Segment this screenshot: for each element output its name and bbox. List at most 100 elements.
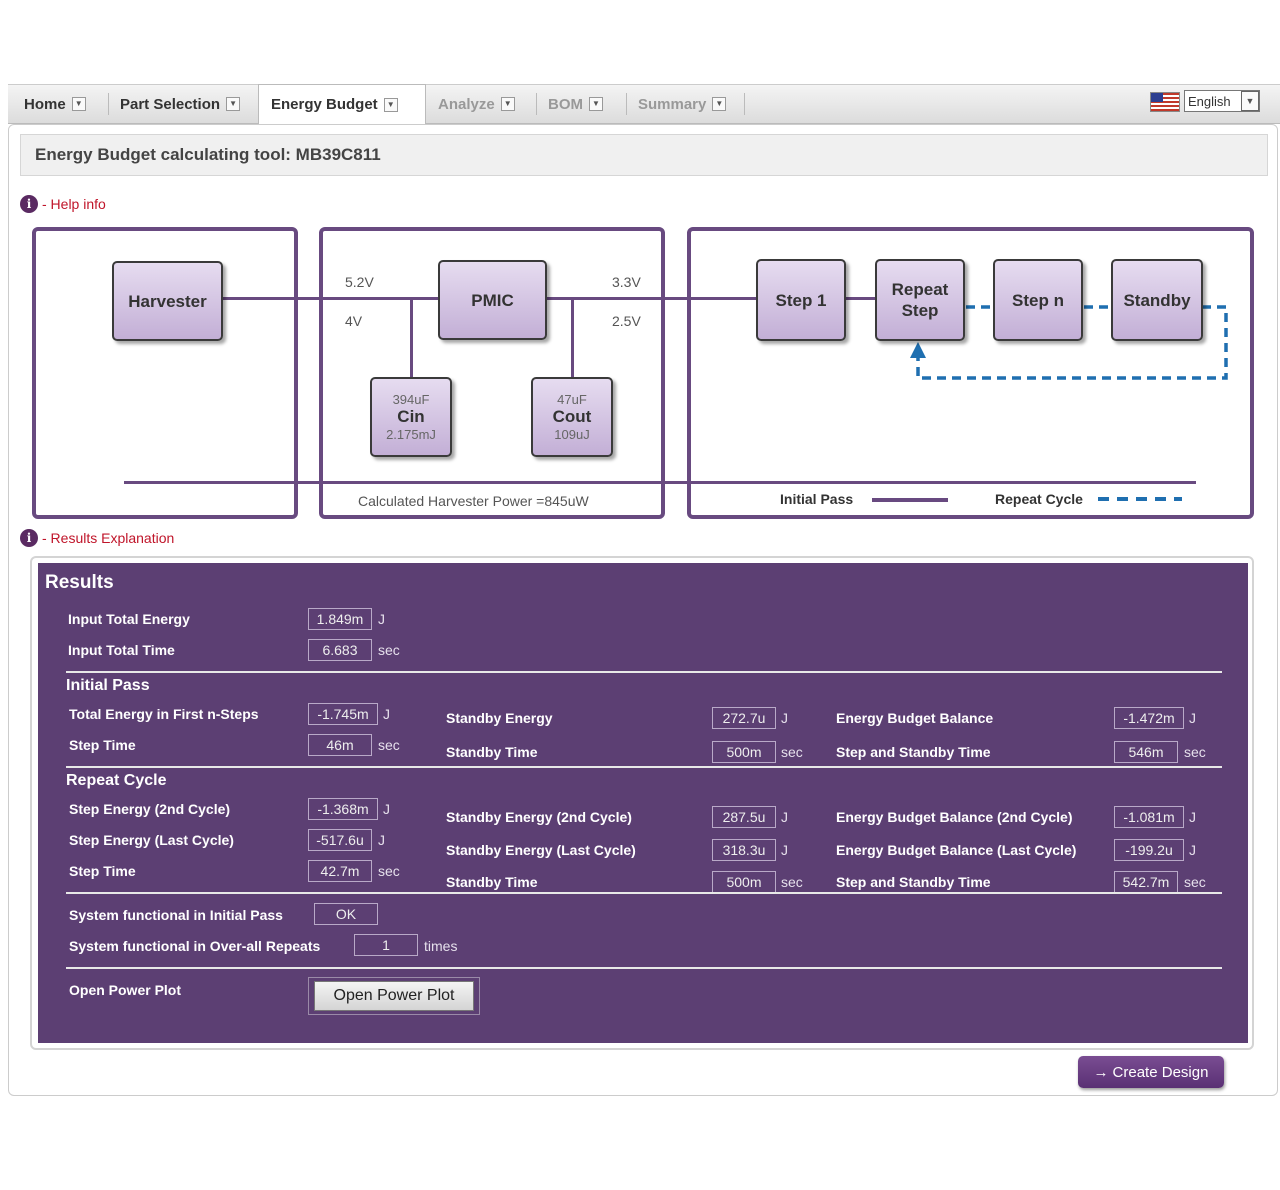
results-title: Results [45,572,114,593]
harvester-power: Calculated Harvester Power =845uW [358,493,589,509]
results-explanation-link[interactable]: i - Results Explanation [20,529,174,547]
standby-energy-2nd-value: 287.5u [712,806,776,828]
total-energy-first-steps-value: -1.745m [308,703,378,725]
system-initial-label: System functional in Initial Pass [69,907,283,923]
cout-label: Cout [552,407,592,426]
step-standby-time-label: Step and Standby Time [836,744,991,760]
input-total-energy-value: 1.849m [308,608,372,630]
results-explanation-label: - Results Explanation [42,530,175,546]
total-energy-first-steps-unit: J [383,706,390,722]
voltage-out-low: 2.5V [612,313,641,329]
step1-label: Step 1 [775,290,827,310]
repeat-step-standby-time-value: 542.7m [1114,871,1178,893]
create-design-label: Create Design [1112,1063,1209,1081]
repeat-cycle-loop [910,305,1228,380]
tab-home[interactable]: Home ▼ [12,85,98,123]
create-design-button[interactable]: → Create Design [1078,1056,1224,1088]
tab-bar: Home ▼ Part Selection ▼ Energy Budget ▼ … [8,84,1280,124]
chevron-down-icon[interactable]: ▼ [589,97,603,111]
results-divider [66,892,1222,894]
step-energy-last-unit: J [378,832,385,848]
cin-energy: 2.175mJ [386,427,436,442]
standby-energy-unit: J [781,710,788,726]
page-title: Energy Budget calculating tool: MB39C811 [20,134,1268,176]
arrow-right-icon: → [1093,1063,1109,1081]
power-plot-button-frame [308,977,480,1015]
input-total-time-value: 6.683 [308,639,372,661]
standby-energy-2nd-unit: J [781,809,788,825]
standby-energy-value: 272.7u [712,707,776,729]
wire-cout [571,299,574,379]
stepn-block: Step n [993,259,1083,341]
initial-pass-heading: Initial Pass [66,677,150,694]
input-total-energy-label: Input Total Energy [68,611,190,627]
language-select[interactable]: English ▼ [1184,90,1260,112]
chevron-down-icon[interactable]: ▼ [383,97,398,112]
system-repeats-label: System functional in Over-all Repeats [69,938,321,954]
legend-repeat-cycle: Repeat Cycle [995,491,1083,507]
system-repeats-unit: times [424,938,458,954]
standby-energy-2nd-label: Standby Energy (2nd Cycle) [446,809,632,825]
chevron-down-icon[interactable]: ▼ [71,97,86,111]
tab-home-label: Home [24,95,66,113]
repeat-step-time-value: 42.7m [308,860,372,882]
results-divider [66,967,1222,969]
chevron-down-icon[interactable]: ▼ [226,97,241,111]
step-energy-2nd-value: -1.368m [308,798,378,820]
cout-energy: 109uJ [554,427,590,442]
repeat-step-time-label: Step Time [69,863,136,879]
standby-time-label: Standby Time [446,744,538,760]
wire-pmic-step1 [546,297,756,300]
repeat-step-standby-time-unit: sec [1184,874,1206,890]
tab-bom[interactable]: BOM ▼ [536,85,615,123]
results-divider [66,671,1222,673]
chevron-down-icon[interactable]: ▼ [1241,91,1259,111]
stepn-label: Step n [1012,290,1064,310]
energy-budget-balance-label: Energy Budget Balance [836,710,994,726]
chevron-down-icon[interactable]: ▼ [500,97,515,111]
open-power-plot-button[interactable]: Open Power Plot [314,981,474,1011]
chevron-down-icon[interactable]: ▼ [712,97,727,111]
balance-2nd-unit: J [1189,809,1196,825]
step-energy-2nd-label: Step Energy (2nd Cycle) [69,801,231,817]
repeat-step-block: Repeat Step [875,259,965,341]
tab-part-selection[interactable]: Part Selection ▼ [108,85,252,123]
help-info-link[interactable]: i - Help info [20,195,106,213]
voltage-in-high: 5.2V [345,274,374,290]
info-icon: i [20,195,38,213]
energy-budget-balance-unit: J [1189,710,1196,726]
wire-cin [410,299,413,379]
initial-step-time-value: 46m [308,734,372,756]
step-standby-time-unit: sec [1184,744,1206,760]
standby-label: Standby [1123,290,1191,310]
legend-solid-line [872,498,948,502]
step1-block: Step 1 [756,259,846,341]
harvester-block: Harvester [112,261,223,341]
ground-bus [124,481,1196,484]
system-repeats-value: 1 [354,934,418,956]
repeat-standby-time-unit: sec [781,874,803,890]
repeat-cycle-heading: Repeat Cycle [66,772,167,789]
tab-divider [536,93,537,115]
total-energy-first-steps-label: Total Energy in First n-Steps [69,706,259,722]
pmic-frame [319,227,665,519]
tab-summary[interactable]: Summary ▼ [626,85,738,123]
standby-time-unit: sec [781,744,803,760]
cin-capacitance: 394uF [392,392,430,407]
wire-step1-repeat [846,297,876,300]
us-flag-icon [1150,92,1180,112]
cout-capacitance: 47uF [557,392,587,407]
cin-label: Cin [397,407,425,426]
power-plot-label: Open Power Plot [69,982,182,998]
results-divider [66,766,1222,768]
tab-analyze[interactable]: Analyze ▼ [426,85,527,123]
pmic-block: PMIC [438,260,547,340]
tab-energy-budget[interactable]: Energy Budget ▼ [258,84,426,124]
cin-block: 394uF Cin 2.175mJ [370,377,452,457]
tab-summary-label: Summary [638,95,707,113]
energy-budget-balance-value: -1.472m [1114,707,1184,729]
input-total-time-label: Input Total Time [68,642,175,658]
repeat-step-label-1: Repeat [891,280,949,299]
balance-2nd-value: -1.081m [1114,806,1184,828]
cout-block: 47uF Cout 109uJ [531,377,613,457]
